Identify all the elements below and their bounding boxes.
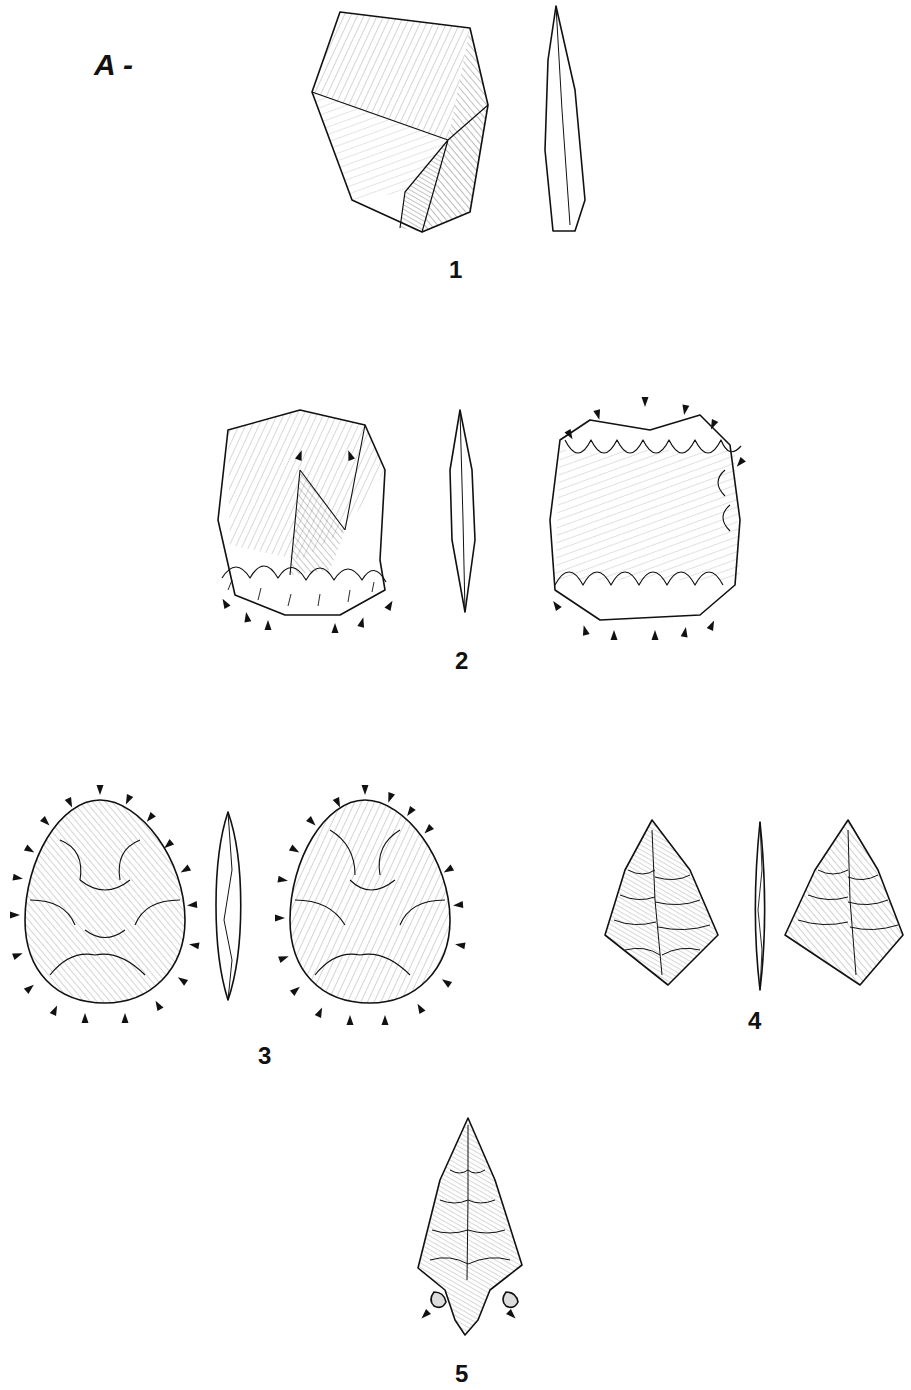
scraper-back: [550, 415, 741, 620]
tanged-arrowhead: [418, 1118, 522, 1335]
scraper-section: [450, 410, 475, 612]
core-flake-front: [312, 12, 488, 232]
panel-letter: A -: [94, 50, 133, 80]
core-flake-section: [545, 6, 585, 231]
figure-number: 4: [748, 1009, 761, 1033]
point-section: [756, 822, 765, 990]
point-back: [785, 820, 903, 985]
biface-section: [216, 812, 241, 1000]
figure-number: 5: [455, 1362, 468, 1386]
biface-front: [25, 800, 185, 1003]
biface-back: [290, 800, 450, 1003]
point-front: [605, 820, 718, 985]
figure-number: 3: [258, 1044, 271, 1068]
figure-number: 1: [449, 258, 462, 282]
retouch-arrows: [10, 397, 746, 1321]
scraper-front: [218, 410, 386, 615]
figure-number: 2: [455, 649, 468, 673]
